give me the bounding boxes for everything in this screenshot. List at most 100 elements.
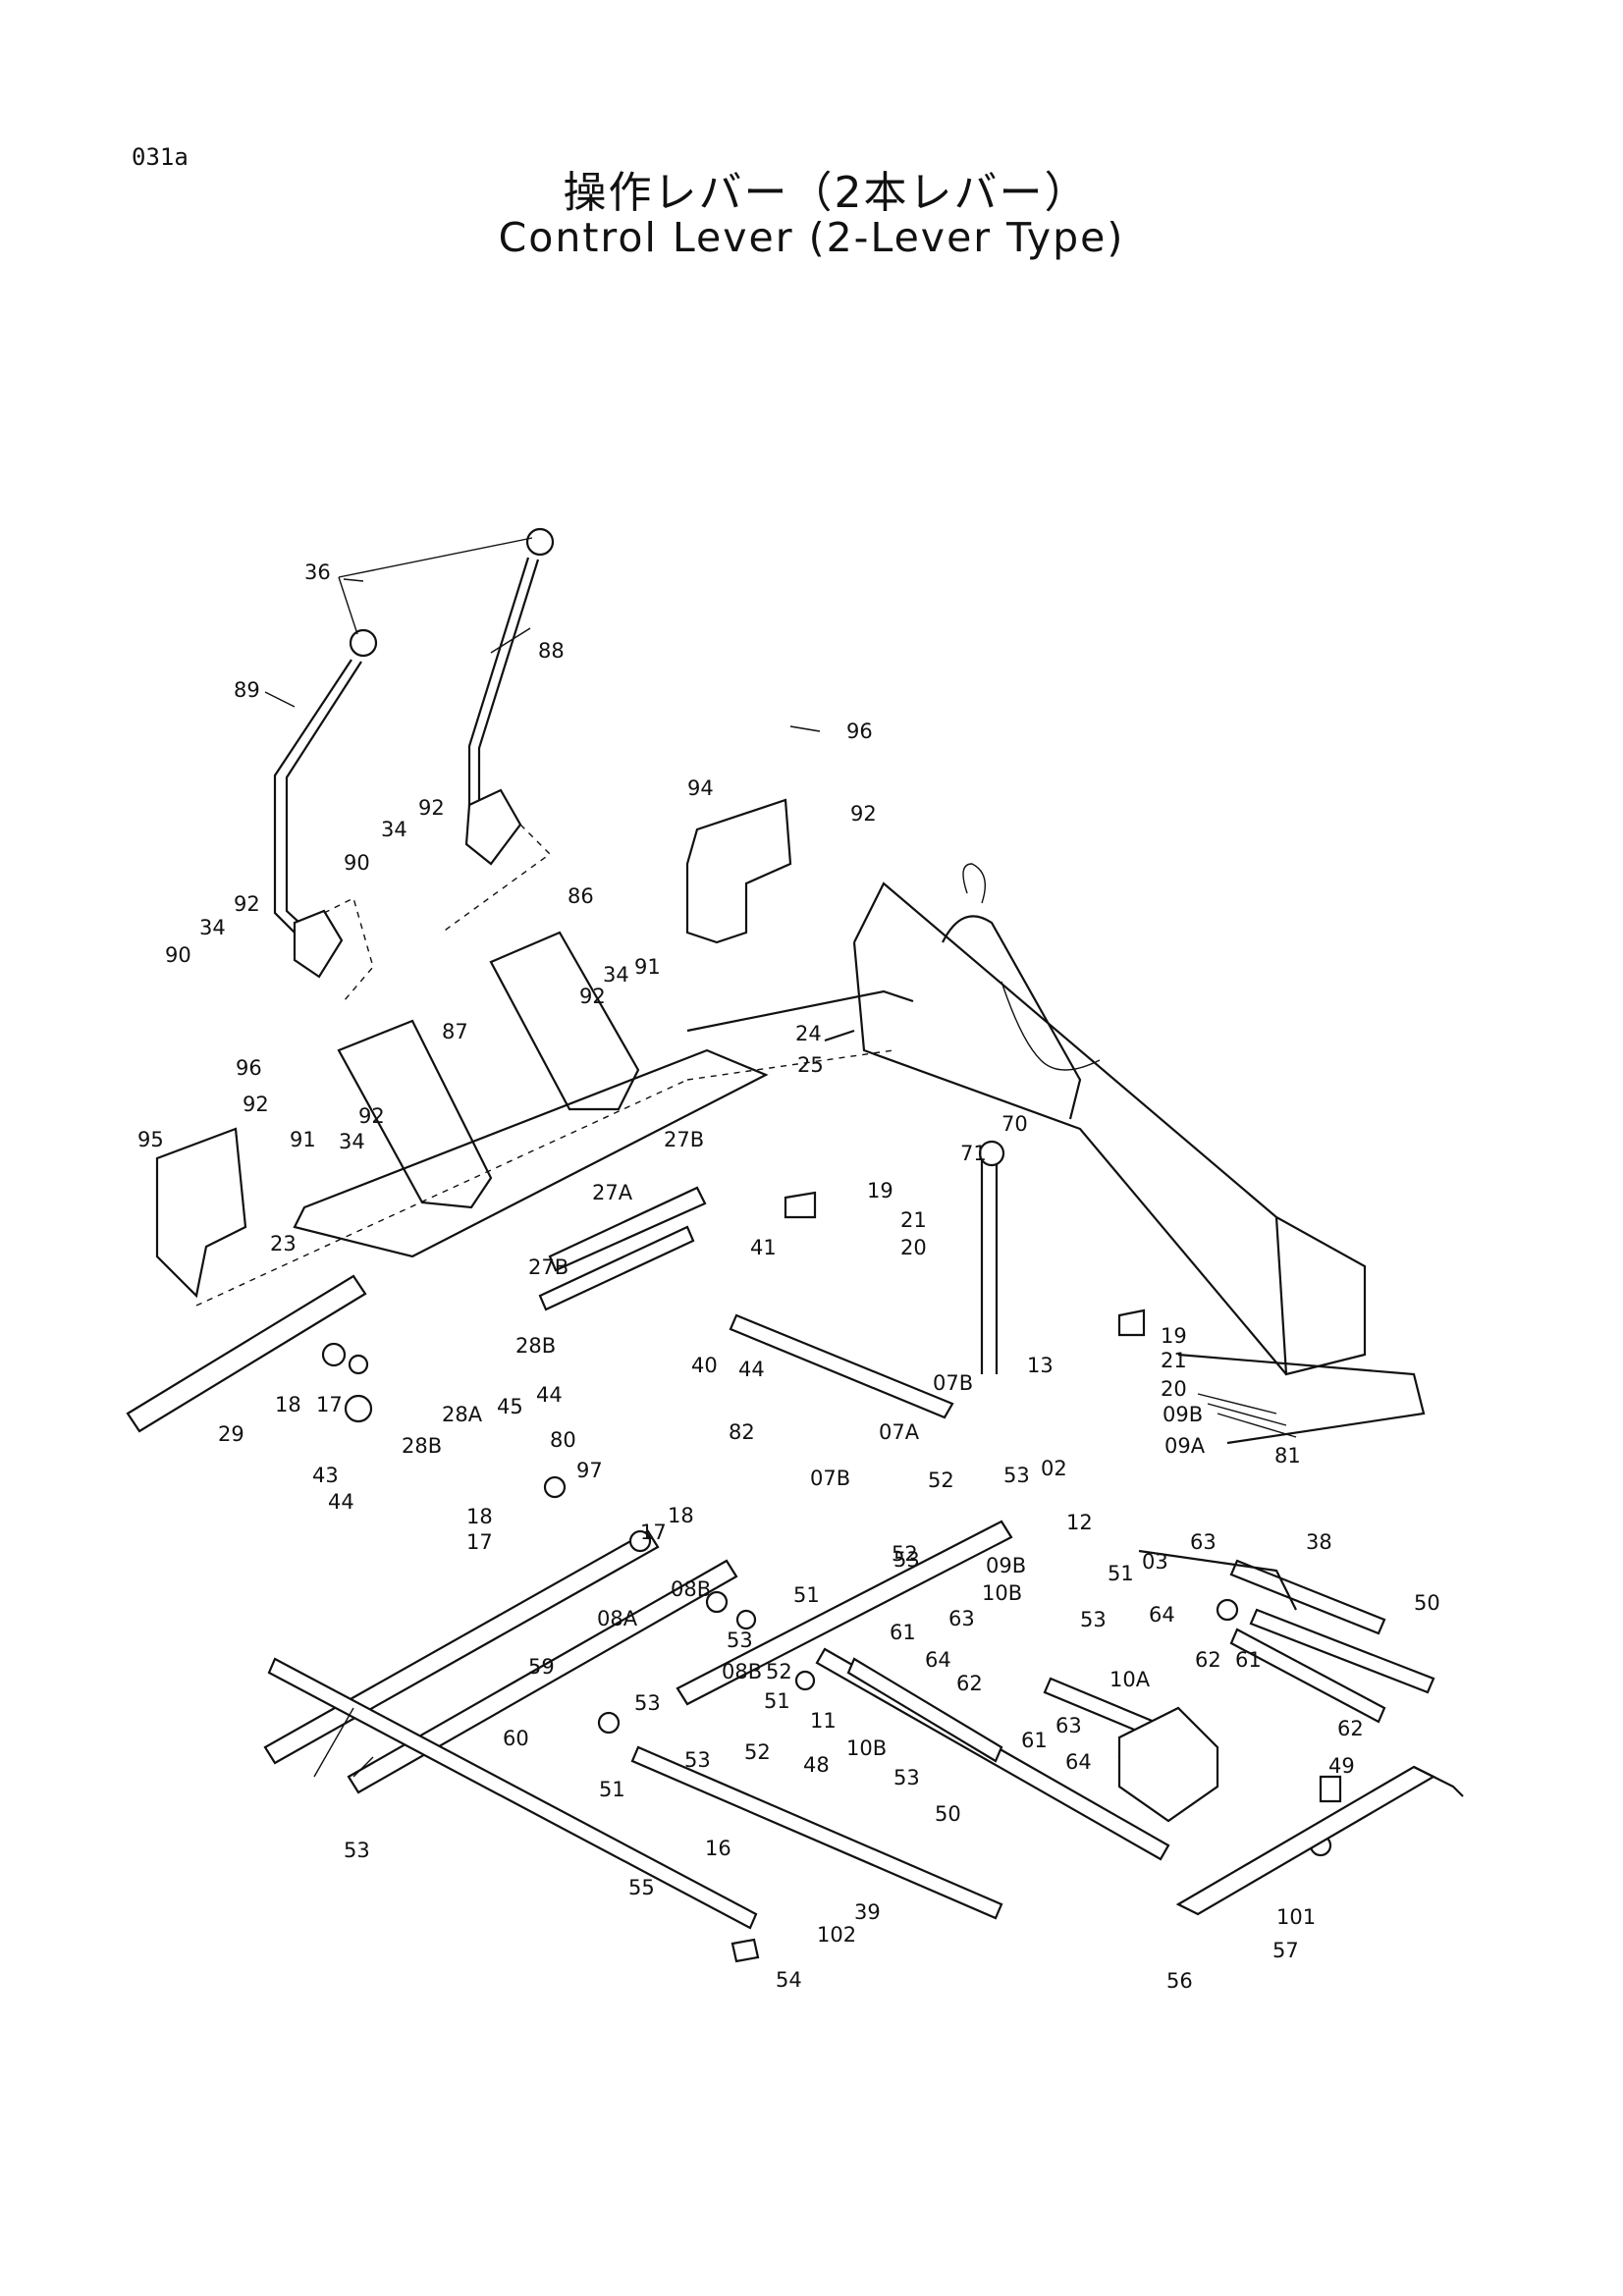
- callout-label: 92: [234, 892, 260, 916]
- callout-labels: 36 88 89 96 92 94 34 92 90 92 34 90 86 9…: [137, 561, 1440, 1993]
- callout-label: 64: [1149, 1603, 1175, 1627]
- lever-89: [273, 659, 352, 943]
- shaft-07B: [980, 1158, 999, 1374]
- rod-39: [267, 1657, 758, 1930]
- callout-label: 29: [218, 1422, 244, 1446]
- callout-label: 51: [793, 1583, 820, 1607]
- callout-label: 50: [1414, 1591, 1440, 1615]
- callout-label: 90: [344, 851, 370, 875]
- callout-label: 09B: [986, 1554, 1026, 1577]
- callout-label: 52: [892, 1542, 918, 1566]
- callout-label: 56: [1166, 1969, 1193, 1993]
- shaft-07A: [729, 1313, 954, 1419]
- callout-label: 101: [1276, 1905, 1316, 1929]
- brackets-and-plates: [155, 798, 894, 1307]
- callout-label: 53: [634, 1691, 661, 1715]
- callout-label: 10B: [846, 1736, 887, 1760]
- callout-label: 86: [568, 884, 594, 908]
- callout-label: 62: [956, 1672, 983, 1695]
- callout-label: 19: [1161, 1324, 1187, 1348]
- shaft-29: [126, 1274, 367, 1433]
- callout-label: 51: [1108, 1562, 1134, 1585]
- callout-label: 39: [854, 1900, 881, 1924]
- callout-label: 19: [867, 1179, 893, 1202]
- shaft-16b: [347, 1559, 738, 1794]
- callout-label: 21: [900, 1208, 927, 1232]
- rod-50-right: [1249, 1608, 1435, 1694]
- callout-label: 53: [344, 1839, 370, 1862]
- callout-label: 97: [576, 1459, 603, 1482]
- block-19: [1117, 1308, 1146, 1337]
- callout-label: 102: [817, 1923, 856, 1947]
- callout-label: 92: [358, 1104, 385, 1128]
- callout-label: 10A: [1109, 1668, 1151, 1691]
- callout-label: 92: [579, 985, 606, 1008]
- callout-label: 21: [1161, 1349, 1187, 1372]
- callout-label: 82: [729, 1420, 755, 1444]
- callout-label: 87: [442, 1020, 468, 1043]
- callout-label: 07B: [810, 1467, 850, 1490]
- callout-label: 13: [1027, 1354, 1054, 1377]
- callout-label: 63: [1055, 1714, 1082, 1737]
- control-levers: [273, 527, 555, 1002]
- callout-label: 53: [1080, 1608, 1107, 1631]
- callout-label: 41: [750, 1236, 777, 1259]
- pedal-plate-86: [489, 931, 640, 1111]
- bolt-55: [1319, 1775, 1342, 1803]
- callout-label: 27A: [592, 1181, 633, 1204]
- callout-label: 20: [900, 1236, 927, 1259]
- callout-label: 23: [270, 1232, 297, 1255]
- callout-label: 17: [316, 1393, 343, 1416]
- callout-label: 18: [466, 1505, 493, 1528]
- callout-label: 48: [803, 1753, 830, 1777]
- callout-label: 53: [893, 1548, 920, 1572]
- callout-label: 92: [850, 802, 877, 826]
- page-code: 031a: [132, 143, 189, 171]
- callout-label: 12: [1066, 1511, 1093, 1534]
- leader-lines: [264, 578, 821, 1778]
- rod-49: [630, 1745, 1003, 1920]
- callout-label: 96: [236, 1056, 262, 1080]
- callout-label: 51: [764, 1689, 790, 1713]
- callout-label: 51: [599, 1778, 625, 1801]
- callout-label: 52: [928, 1468, 954, 1492]
- callout-label: 07A: [879, 1420, 920, 1444]
- callout-label: 34: [199, 916, 226, 939]
- callout-label: 62: [1337, 1717, 1364, 1740]
- callout-label: 24: [795, 1022, 822, 1045]
- pedal-plate-87: [337, 1019, 493, 1209]
- callout-label: 43: [312, 1464, 339, 1487]
- callout-label: 45: [497, 1395, 523, 1418]
- callout-label: 53: [684, 1748, 711, 1772]
- valve-and-bracket: [1117, 1706, 1464, 1916]
- bolt-100: [730, 1938, 760, 1963]
- callout-label: 49: [1328, 1754, 1355, 1778]
- callout-label: 44: [328, 1490, 354, 1514]
- knob-36-left: [349, 628, 378, 658]
- callout-label: 07B: [933, 1371, 973, 1395]
- knob-36-right: [525, 527, 555, 557]
- callout-label: 50: [935, 1802, 961, 1826]
- callout-label: 91: [634, 955, 661, 979]
- callout-label: 28B: [515, 1334, 556, 1358]
- callout-label: 09A: [1164, 1434, 1206, 1458]
- callout-label: 09B: [1163, 1403, 1203, 1426]
- callout-label: 92: [243, 1093, 269, 1116]
- callout-label: 90: [165, 943, 191, 967]
- callout-label: 20: [1161, 1377, 1187, 1401]
- bracket-54: [1175, 1765, 1436, 1916]
- callout-label: 54: [776, 1968, 802, 1992]
- callout-label: 44: [738, 1358, 765, 1381]
- callout-label: 44: [536, 1383, 563, 1407]
- callout-label: 53: [727, 1629, 753, 1652]
- callout-label: 81: [1274, 1444, 1301, 1468]
- callout-label: 96: [846, 720, 873, 743]
- rod-60: [1229, 1628, 1386, 1724]
- lever-88-clamp: [464, 788, 522, 866]
- callout-label: 17: [640, 1521, 667, 1544]
- callout-label: 18: [668, 1504, 694, 1527]
- callout-label: 08B: [671, 1577, 711, 1601]
- callout-label: 28A: [442, 1403, 483, 1426]
- callout-label: 92: [418, 796, 445, 820]
